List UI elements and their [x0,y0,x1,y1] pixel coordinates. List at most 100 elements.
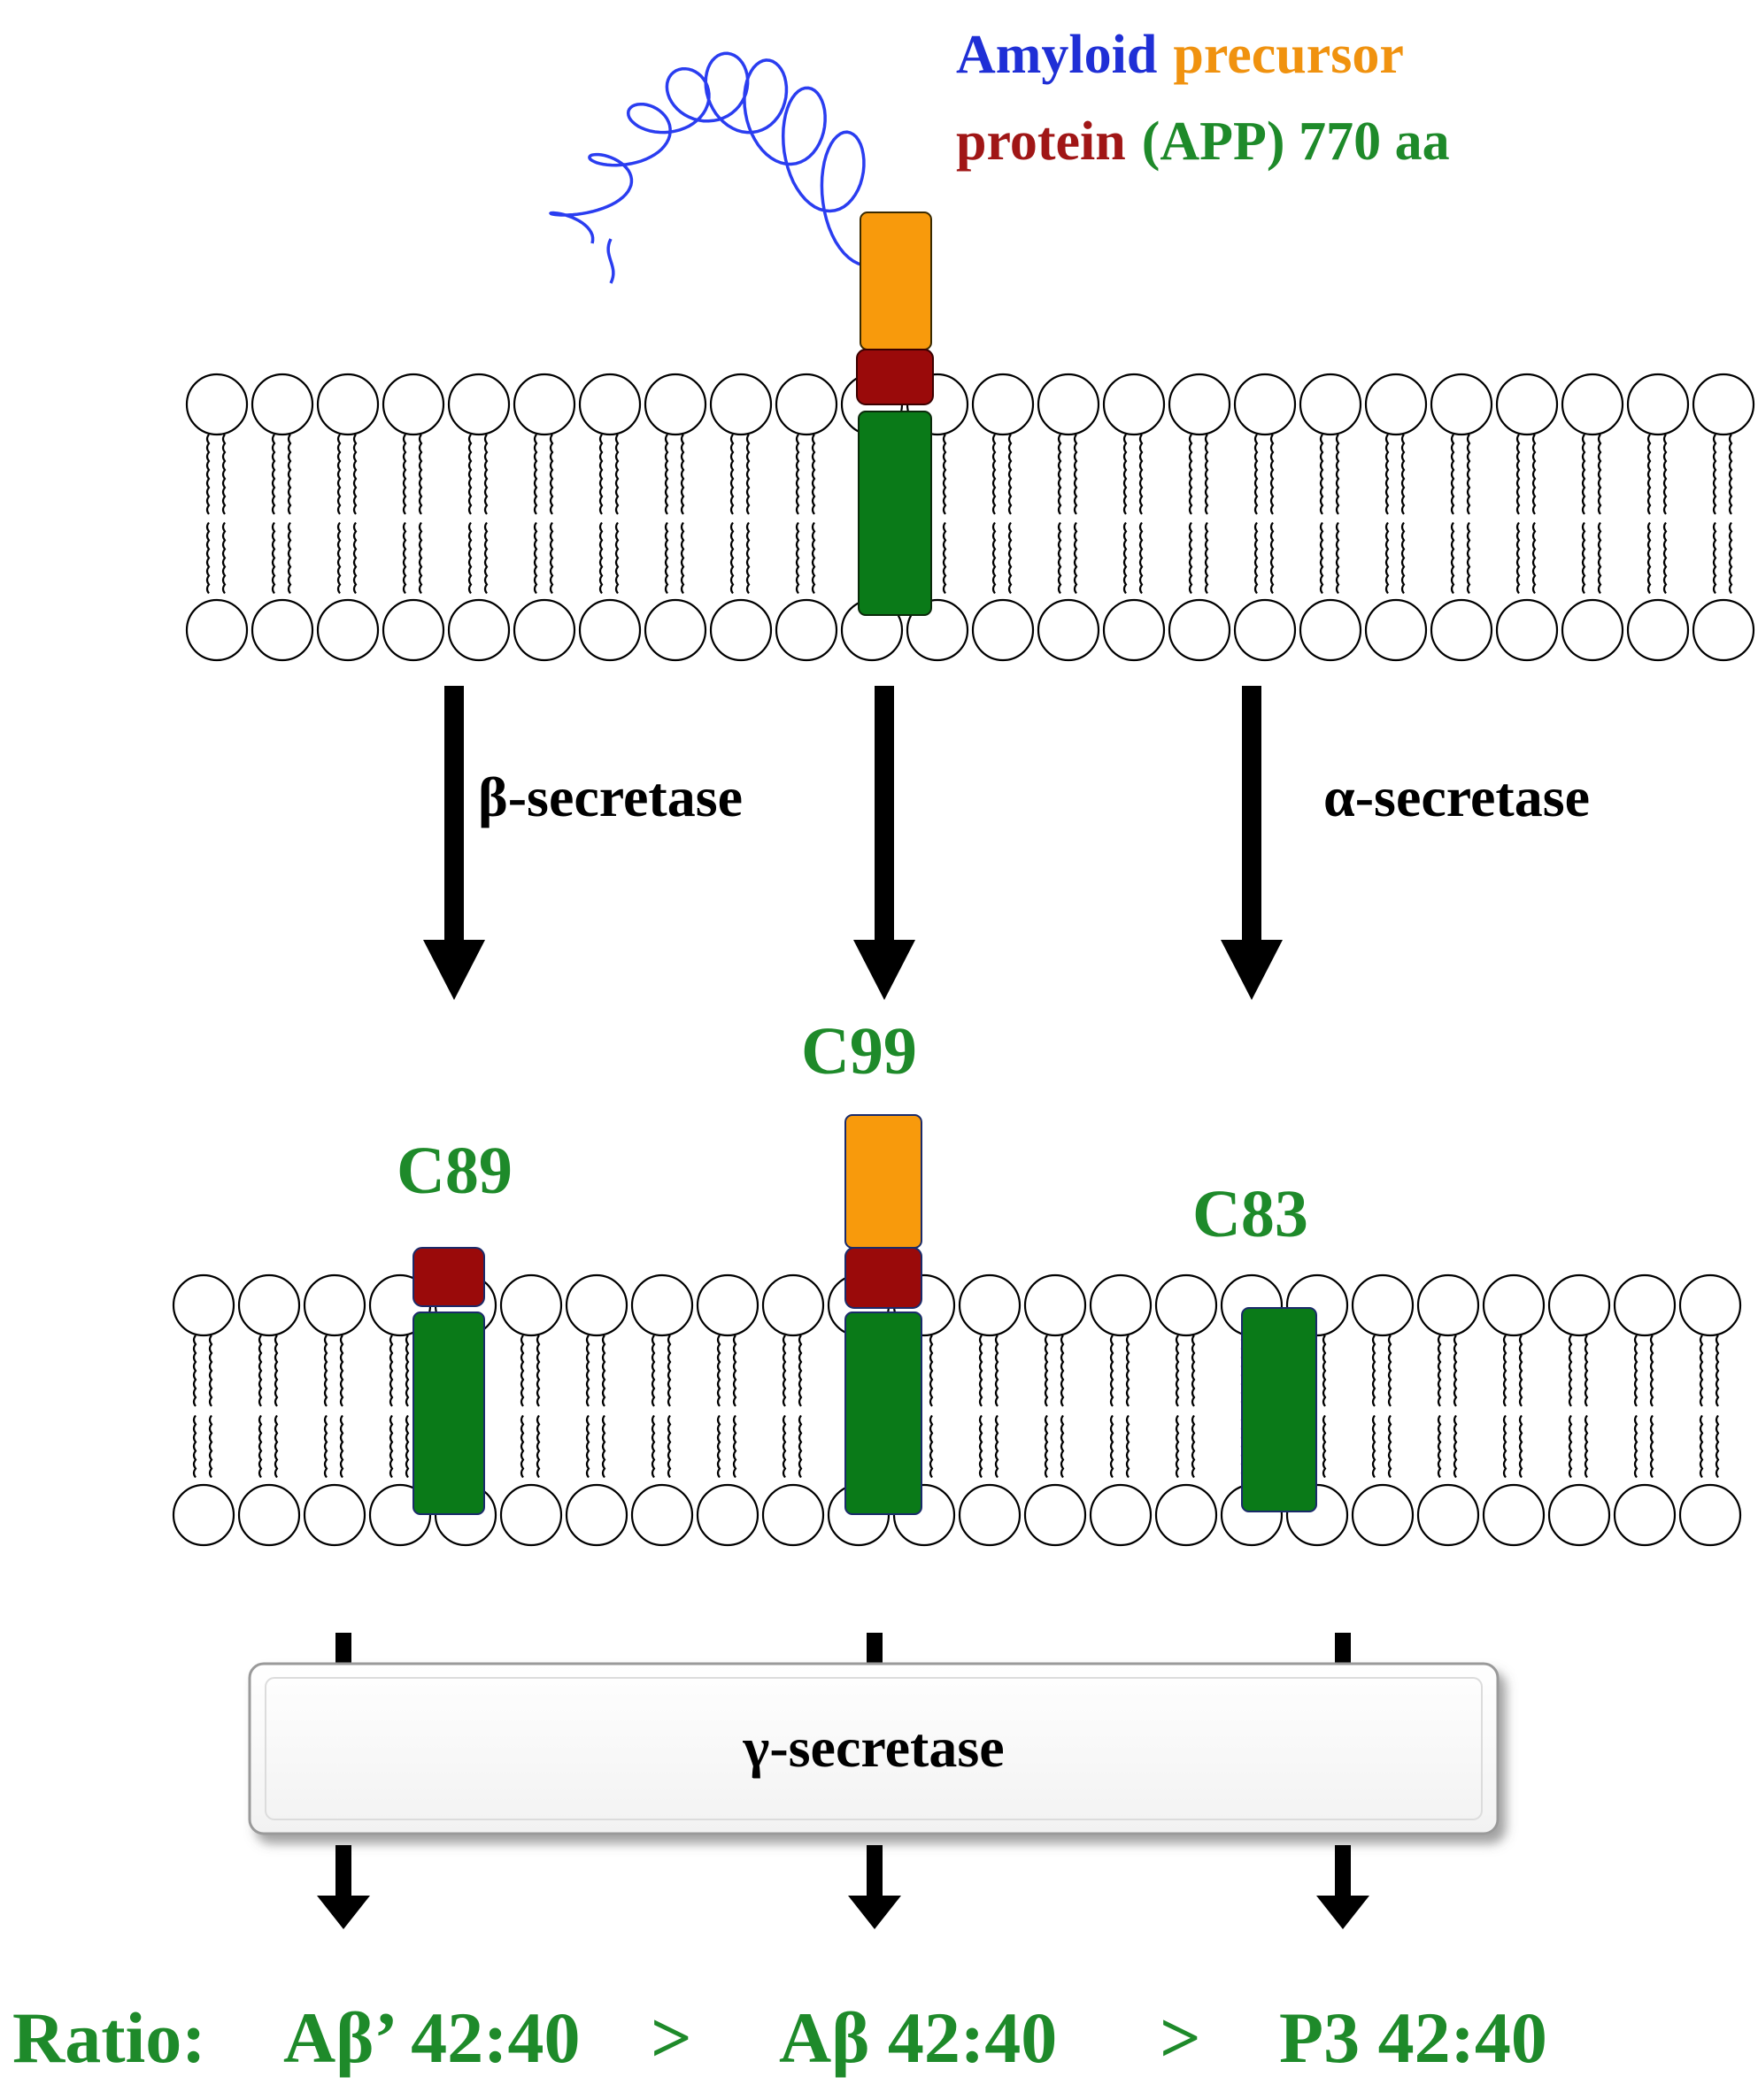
lipid-molecule [578,373,642,662]
lipid-head-outer [1678,1273,1742,1337]
lipid-head-inner [303,1483,366,1547]
lipid-molecule [971,373,1035,662]
c83-fragment [1241,1307,1317,1512]
ratio-line: Ratio: Aβ’ 42:40 > Aβ 42:40 > P3 42:40 [12,1997,1547,2078]
lipid-molecule [1037,373,1100,662]
lipid-molecule [696,1273,759,1547]
lipid-head-inner [630,1483,694,1547]
lipid-head-inner [1430,598,1493,662]
lipid-head-outer [1168,373,1231,436]
lipid-head-inner [775,598,838,662]
app-orange-domain [860,212,932,350]
lipid-head-inner [1678,1483,1742,1547]
lipid-head-outer [1613,1273,1677,1337]
app-red-domain [856,349,934,405]
lipid-head-outer [565,1273,628,1337]
lipid-head-outer [1692,373,1755,436]
lipid-head-inner [251,598,314,662]
secretase-arrows [423,686,1283,1000]
c99-red-domain [844,1247,922,1309]
lipid-head-outer [499,1273,563,1337]
gamma-input-stub-left [335,1633,351,1668]
ratio-abeta-prime: Aβ’ 42:40 [283,1997,580,2078]
beta-secretase-label: β-secretase [478,765,743,828]
app-green-domain [858,411,932,616]
title-app-770: (APP) 770 aa [1142,112,1450,172]
lipid-molecule [172,1273,235,1547]
lipid-head-inner [1351,1483,1415,1547]
lipid-molecule [237,1273,301,1547]
alpha-helix-icon [548,51,904,284]
lipid-molecule [709,373,773,662]
lipid-molecule [1299,373,1362,662]
lipid-molecule [761,1273,825,1547]
lipid-molecule [775,373,838,662]
lipid-head-inner [1692,598,1755,662]
lipid-head-outer [185,373,249,436]
lipid-head-outer [958,1273,1022,1337]
lipid-head-inner [382,598,445,662]
lipid-molecule [1678,1273,1742,1547]
down-arrow-icon [853,686,915,1000]
lipid-head-outer [303,1273,366,1337]
lipid-head-outer [1547,1273,1611,1337]
lipid-head-outer [513,373,576,436]
lipid-head-outer [696,1273,759,1337]
lipid-molecule [565,1273,628,1547]
c83-green-domain [1241,1307,1317,1512]
ratio-label: Ratio: [12,1997,206,2078]
lipid-head-outer [1561,373,1624,436]
lipid-head-outer [316,373,380,436]
lipid-head-outer [775,373,838,436]
gamma-secretase-box [248,1662,1500,1835]
lipid-head-outer [172,1273,235,1337]
lipid-molecule [1495,373,1559,662]
c99-orange-domain [844,1114,922,1249]
ratio-gt-2: > [1160,1997,1201,2078]
lipid-molecule [958,1273,1022,1547]
lipid-molecule [644,373,707,662]
lipid-head-inner [1102,598,1166,662]
lipid-head-outer [578,373,642,436]
lipid-head-inner [761,1483,825,1547]
c89-label: C89 [397,1134,513,1208]
lipid-head-outer [1430,373,1493,436]
lipid-molecule [303,1273,366,1547]
lipid-head-inner [958,1483,1022,1547]
lipid-molecule [630,1273,694,1547]
lipid-head-outer [1023,1273,1087,1337]
lipid-molecule [316,373,380,662]
c99-green-domain [844,1312,922,1515]
lipid-head-inner [971,598,1035,662]
lipid-head-inner [185,598,249,662]
lipid-molecule [447,373,511,662]
lipid-head-outer [251,373,314,436]
lipid-head-outer [237,1273,301,1337]
ratio-abeta: Aβ 42:40 [779,1997,1057,2078]
lipid-head-outer [1364,373,1428,436]
down-arrow-icon [848,1845,901,1929]
lipid-head-outer [1233,373,1297,436]
lipid-head-outer [1626,373,1690,436]
lipid-molecule [1233,373,1297,662]
lipid-head-outer [1154,1273,1218,1337]
gamma-input-stub-right [1335,1633,1351,1668]
lipid-molecule [513,373,576,662]
lipid-head-outer [382,373,445,436]
c89-fragment [413,1247,485,1515]
c99-label: C99 [801,1014,917,1088]
lipid-molecule [1547,1273,1611,1547]
lipid-molecule [1692,373,1755,662]
down-arrow-icon [423,686,485,1000]
gamma-input-stub-center [867,1633,883,1668]
lipid-head-outer [1089,1273,1153,1337]
lipid-head-inner [565,1483,628,1547]
lipid-head-outer [447,373,511,436]
ratio-gt-1: > [651,1997,692,2078]
lipid-head-inner [172,1483,235,1547]
lipid-head-outer [1482,1273,1546,1337]
lipid-head-outer [709,373,773,436]
lipid-head-outer [1416,1273,1480,1337]
